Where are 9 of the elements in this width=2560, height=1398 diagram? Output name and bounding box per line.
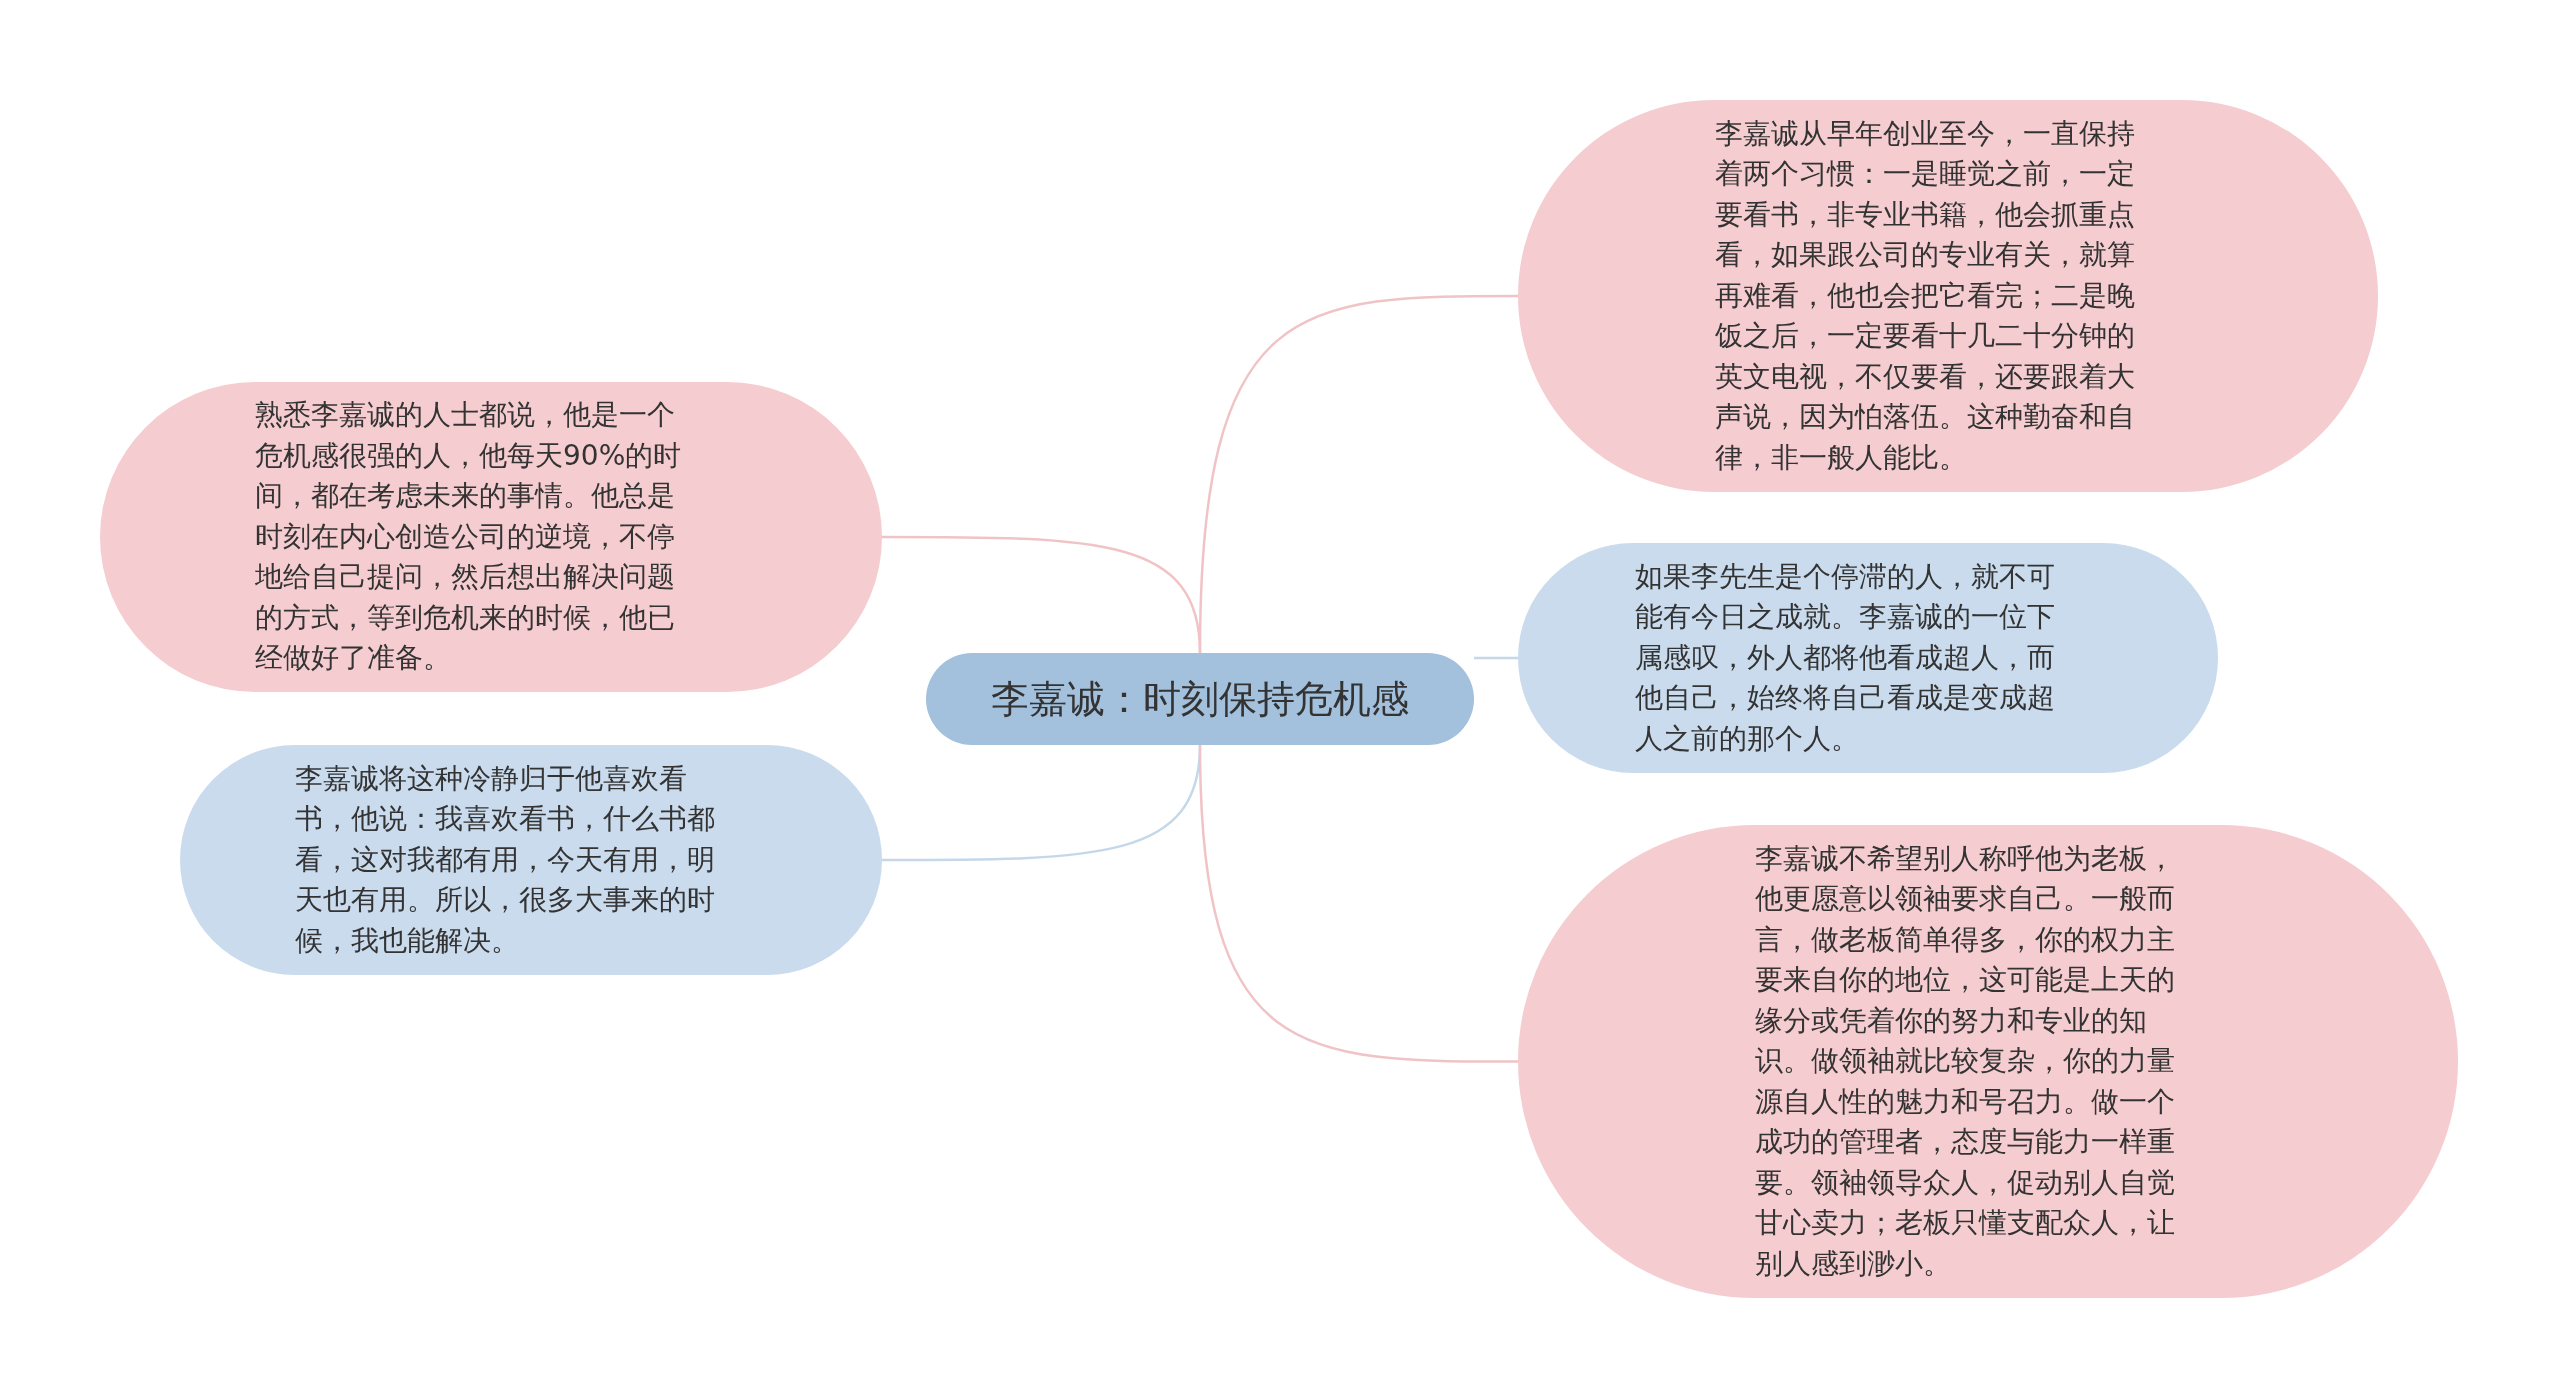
note-text: 李嘉诚将这种冷静归于他喜欢看书，他说：我喜欢看书，什么书都看，这对我都有用，今天有用，明天也有用。所以，很多大事来的时候，我也能解决。 xyxy=(295,760,716,959)
note-text: 熟悉李嘉诚的人士都说，他是一个危机感很强的人，他每天90%的时间，都在考虑未来的事情。他总是时刻在内心创造公司的逆境，不停地给自己提问，然后想出解决问题的方式，等到危机来的时候，他已经做好了准备。 xyxy=(255,397,683,677)
note-text: 李嘉诚不希望别人称呼他为老板，他更愿意以领袖要求自己。一般而言，做老板简单得多，你的权力主要来自你的地位，这可能是上天的缘分或凭着你的努力和专业的知识。做领袖就比较复杂，你的力量源自人性的魅力和号召力。做一个成功的管理者，态度与能力一样重要。领袖领导众人，促动别人自觉甘心卖力；老板只懂支配众人，让别人感到渺小。 xyxy=(1755,840,2176,1282)
connector-line xyxy=(1198,744,1518,1063)
note-text: 如果李先生是个停滞的人，就不可能有今日之成就。李嘉诚的一位下属感叹，外人都将他看成超人，而他自己，始终将自己看成是变成超人之前的那个人。 xyxy=(1635,558,2056,757)
note-text: 李嘉诚从早年创业至今，一直保持着两个习惯：一是睡觉之前，一定要看书，非专业书籍，他会抓重点看，如果跟公司的专业有关，就算再难看，他也会把它看完；二是晚饭之后，一定要看十几二十分钟的英文电视，不仅要看，还要跟着大声说，因为怕落伍。这种勤奋和自律，非一般人能比。 xyxy=(1715,115,2136,476)
topic-text: 李嘉诚：时刻保持危机感 xyxy=(991,678,1409,720)
connector-line xyxy=(1198,294,1518,654)
connector-line xyxy=(1474,656,1518,660)
